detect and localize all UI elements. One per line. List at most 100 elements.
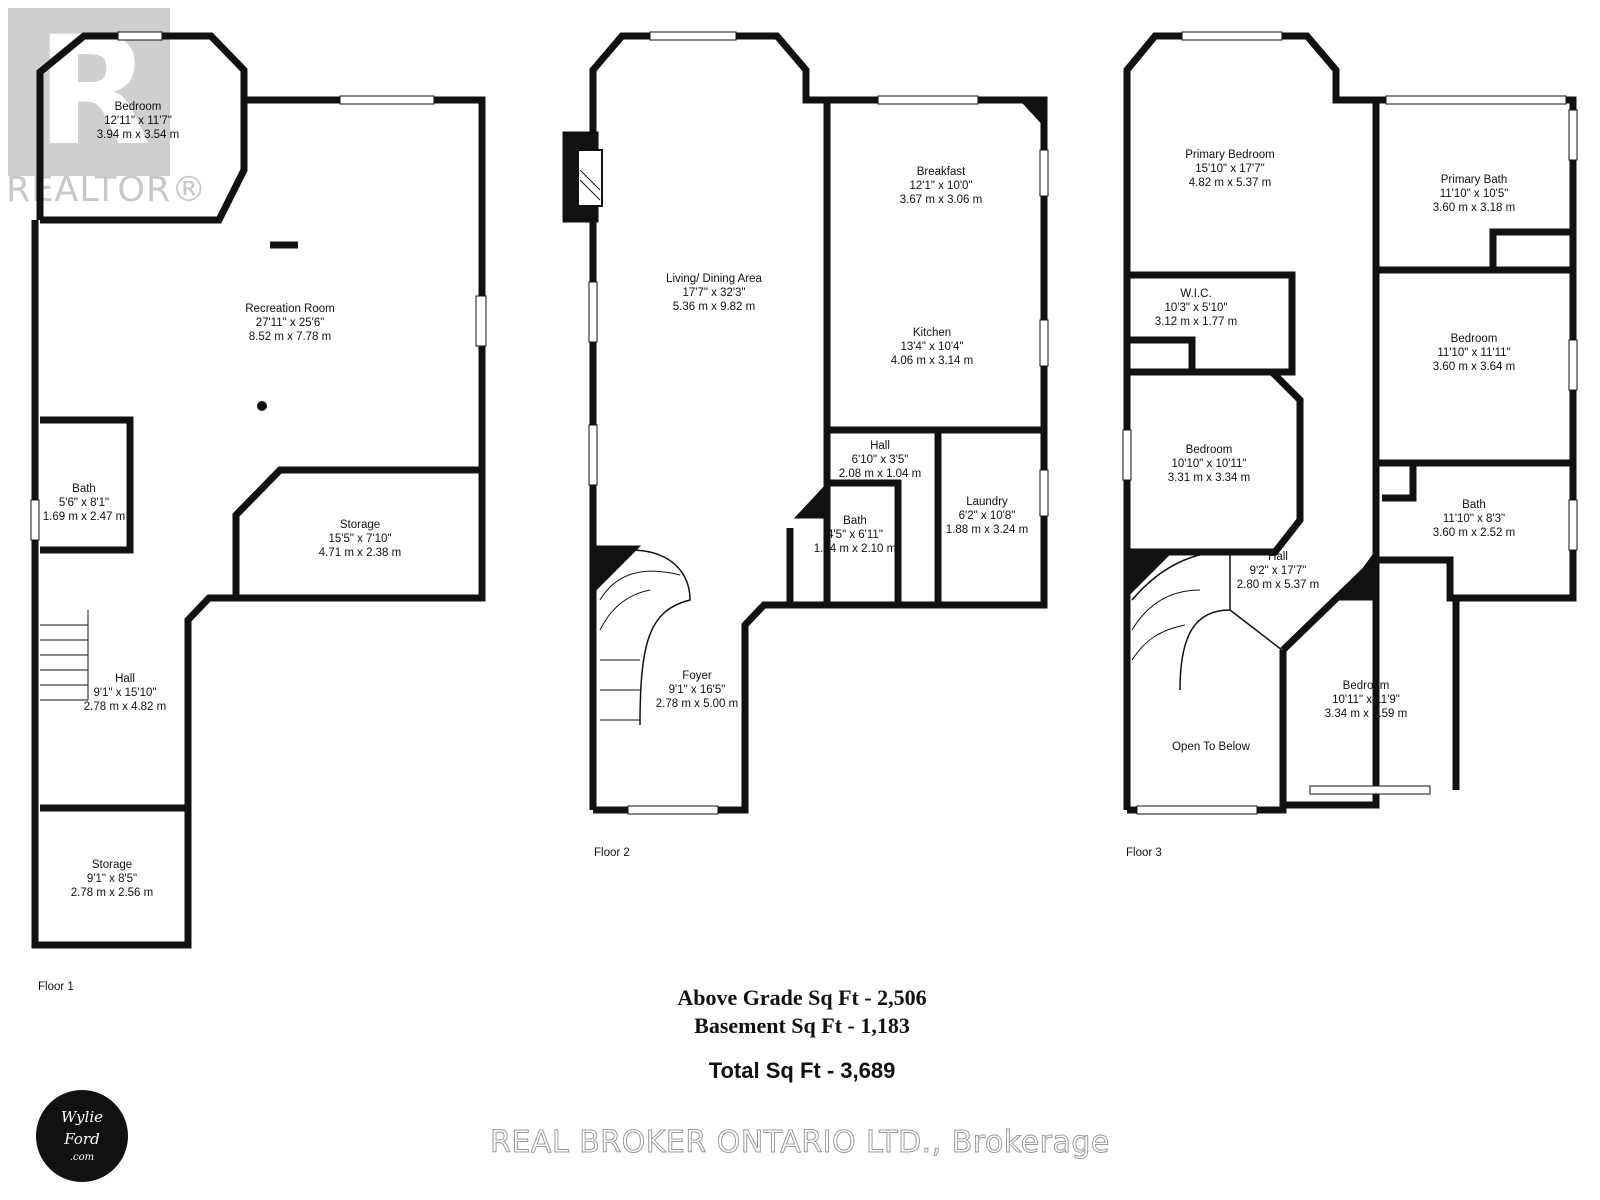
room-dimensions-imperial: 6'10" x 3'5" bbox=[852, 454, 909, 466]
room-dimensions-imperial: 10'11" x 11'9" bbox=[1332, 694, 1400, 706]
room-dimensions-imperial: 10'3" x 5'10" bbox=[1164, 302, 1227, 314]
room-name: Hall bbox=[1268, 551, 1288, 563]
floor-3-walls bbox=[1123, 32, 1577, 814]
room-dimensions-imperial: 10'10" x 10'11" bbox=[1171, 458, 1246, 470]
room-label: Living/ Dining Area 17'7" x 32'3" 5.36 m x… bbox=[666, 273, 762, 313]
room-dimensions-imperial: 9'1" x 16'5" bbox=[669, 684, 726, 696]
floor-3-stairs bbox=[793, 99, 1373, 691]
room-dimensions-metric: 2.08 m x 1.04 m bbox=[839, 468, 921, 480]
basement-sqft: Basement Sq Ft - 1,183 bbox=[694, 1013, 910, 1038]
above-grade-sqft: Above Grade Sq Ft - 2,506 bbox=[677, 985, 927, 1010]
room-name: Recreation Room bbox=[245, 303, 334, 315]
room-name: Bedroom bbox=[1343, 680, 1390, 692]
fireplace bbox=[562, 131, 603, 223]
room-name: Hall bbox=[870, 440, 890, 452]
room-label: Hall 9'2" x 17'7" 2.80 m x 5.37 m bbox=[1237, 551, 1319, 591]
room-dimensions-imperial: 4'5" x 6'11" bbox=[827, 529, 883, 541]
room-label: Hall 9'1" x 15'10" 2.78 m x 4.82 m bbox=[84, 673, 166, 713]
room-dimensions-metric: 3.60 m x 3.18 m bbox=[1433, 202, 1515, 214]
room-name: Primary Bedroom bbox=[1185, 149, 1274, 161]
room-label: Storage 9'1" x 8'5" 2.78 m x 2.56 m bbox=[71, 859, 153, 899]
room-dimensions-metric: 3.94 m x 3.54 m bbox=[97, 129, 179, 141]
room-dimensions-imperial: 13'4" x 10'4" bbox=[900, 341, 963, 353]
room-dimensions-metric: 3.34 m x 3.59 m bbox=[1325, 708, 1407, 720]
room-name: Bedroom bbox=[1451, 333, 1498, 345]
room-dimensions-metric: 3.12 m x 1.77 m bbox=[1155, 316, 1237, 328]
floor-label: Floor 3 bbox=[1126, 847, 1162, 859]
room-name: Breakfast bbox=[917, 166, 966, 178]
room-dimensions-imperial: 9'1" x 8'5" bbox=[87, 873, 137, 885]
room-label: Foyer 9'1" x 16'5" 2.78 m x 5.00 m bbox=[656, 670, 738, 710]
room-dimensions-imperial: 5'6" x 8'1" bbox=[59, 497, 109, 509]
room-dimensions-imperial: 27'11" x 25'6" bbox=[256, 317, 325, 329]
room-name: Bedroom bbox=[115, 101, 162, 113]
room-name: Laundry bbox=[966, 496, 1008, 508]
room-dimensions-metric: 3.67 m x 3.06 m bbox=[900, 194, 982, 206]
room-label: Primary Bedroom 15'10" x 17'7" 4.82 m x 5.… bbox=[1185, 149, 1274, 189]
room-label: Bedroom 10'10" x 10'11" 3.31 m x 3.34 m bbox=[1168, 444, 1250, 484]
logo-line-3: .com bbox=[69, 1152, 95, 1163]
room-name: Kitchen bbox=[913, 327, 951, 339]
wylie-ford-logo: Wylie Ford .com bbox=[36, 1090, 128, 1182]
room-label: Breakfast 12'1" x 10'0" 3.67 m x 3.06 m bbox=[900, 166, 982, 206]
room-name: Bath bbox=[843, 515, 867, 527]
room-dimensions-imperial: 11'10" x 11'11" bbox=[1437, 347, 1510, 359]
room-dimensions-metric: 4.82 m x 5.37 m bbox=[1189, 177, 1271, 189]
floor-label: Floor 1 bbox=[38, 981, 74, 993]
room-dimensions-metric: 3.60 m x 3.64 m bbox=[1433, 361, 1515, 373]
room-label: Bedroom 11'10" x 11'11" 3.60 m x 3.64 m bbox=[1433, 333, 1515, 373]
room-label: Primary Bath 11'10" x 10'5" 3.60 m x 3.18 … bbox=[1433, 174, 1515, 214]
room-dimensions-imperial: 9'1" x 15'10" bbox=[93, 687, 156, 699]
room-dimensions-imperial: 12'1" x 10'0" bbox=[909, 180, 972, 192]
room-name: Open To Below bbox=[1172, 741, 1250, 753]
room-dimensions-metric: 3.60 m x 2.52 m bbox=[1433, 527, 1515, 539]
room-name: Living/ Dining Area bbox=[666, 273, 762, 285]
floor-2-stairs bbox=[595, 545, 691, 726]
room-dimensions-imperial: 15'10" x 17'7" bbox=[1195, 163, 1264, 175]
room-label: Bedroom 12'11" x 11'7" 3.94 m x 3.54 m bbox=[97, 101, 179, 141]
room-dimensions-metric: 5.36 m x 9.82 m bbox=[673, 301, 755, 313]
room-dimensions-metric: 2.78 m x 4.82 m bbox=[84, 701, 166, 713]
room-name: Bath bbox=[1462, 499, 1486, 511]
floor-2-walls bbox=[589, 32, 1048, 814]
room-dimensions-imperial: 9'2" x 17'7" bbox=[1250, 565, 1307, 577]
room-dimensions-imperial: 17'7" x 32'3" bbox=[682, 287, 745, 299]
room-dimensions-metric: 2.80 m x 5.37 m bbox=[1237, 579, 1319, 591]
floor-1-walls bbox=[31, 32, 486, 949]
floor-label: Floor 2 bbox=[594, 847, 630, 859]
room-dimensions-imperial: 12'11" x 11'7" bbox=[104, 115, 172, 127]
room-dimensions-metric: 8.52 m x 7.78 m bbox=[249, 331, 331, 343]
room-dimensions-imperial: 11'10" x 8'3" bbox=[1443, 513, 1505, 525]
room-name: Storage bbox=[340, 519, 380, 531]
room-name: Bath bbox=[72, 483, 96, 495]
room-dimensions-metric: 1.34 m x 2.10 m bbox=[814, 543, 896, 555]
room-name: Storage bbox=[92, 859, 132, 871]
total-sqft: Total Sq Ft - 3,689 bbox=[708, 1058, 896, 1083]
room-label: Bedroom 10'11" x 11'9" 3.34 m x 3.59 m bbox=[1325, 680, 1407, 720]
room-label: Bath 11'10" x 8'3" 3.60 m x 2.52 m bbox=[1433, 499, 1515, 539]
room-dimensions-metric: 2.78 m x 2.56 m bbox=[71, 887, 153, 899]
brokerage-watermark: REAL BROKER ONTARIO LTD., Brokerage bbox=[490, 1125, 1110, 1161]
room-label: Recreation Room 27'11" x 25'6" 8.52 m x 7.… bbox=[245, 303, 334, 343]
room-label: Bath 4'5" x 6'11" 1.34 m x 2.10 m bbox=[814, 515, 896, 555]
floor-1-stairs bbox=[40, 610, 89, 701]
room-dimensions-imperial: 11'10" x 10'5" bbox=[1440, 188, 1509, 200]
room-dimensions-metric: 3.31 m x 3.34 m bbox=[1168, 472, 1250, 484]
room-dimensions-metric: 1.88 m x 3.24 m bbox=[946, 524, 1028, 536]
room-dimensions-metric: 2.78 m x 5.00 m bbox=[656, 698, 738, 710]
room-label: Bath 5'6" x 8'1" 1.69 m x 2.47 m bbox=[43, 483, 125, 523]
room-name: Primary Bath bbox=[1441, 174, 1507, 186]
room-dimensions-metric: 1.69 m x 2.47 m bbox=[43, 511, 125, 523]
room-label: W.I.C. 10'3" x 5'10" 3.12 m x 1.77 m bbox=[1155, 288, 1237, 328]
room-dimensions-metric: 4.71 m x 2.38 m bbox=[319, 547, 401, 559]
logo-line-1: Wylie bbox=[60, 1108, 104, 1126]
room-name: Foyer bbox=[682, 670, 712, 682]
room-name: Bedroom bbox=[1186, 444, 1233, 456]
room-name: Hall bbox=[115, 673, 135, 685]
logo-line-2: Ford bbox=[64, 1130, 100, 1148]
room-name: W.I.C. bbox=[1180, 288, 1211, 300]
